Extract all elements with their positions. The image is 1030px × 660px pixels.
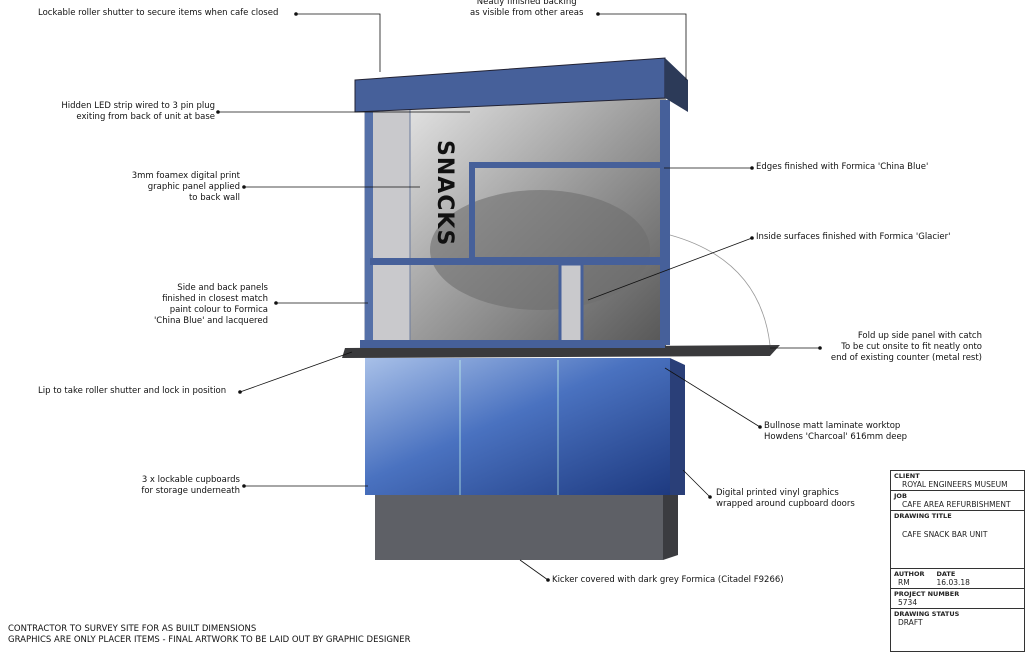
divider (558, 262, 584, 346)
note-kicker: Kicker covered with dark grey Formica (C… (552, 575, 784, 585)
cupboard-side (670, 358, 685, 495)
tb-label: AUTHOR (894, 570, 925, 578)
kicker (375, 495, 663, 560)
tb-label: DRAWING STATUS (894, 610, 960, 618)
note-backing: Neatly finished backing as visible from … (470, 0, 583, 19)
note-line: To be cut onsite to fit neatly onto (841, 342, 982, 352)
kicker-side (663, 495, 678, 560)
general-notes: CONTRACTOR TO SURVEY SITE FOR AS BUILT D… (8, 624, 411, 646)
tb-value: RM (898, 578, 910, 587)
note-line: for storage underneath (141, 486, 240, 496)
note-line: 3mm foamex digital print (131, 171, 240, 181)
tb-label: JOB (894, 492, 907, 500)
tb-project: PROJECT NUMBER 5734 (891, 589, 1024, 609)
fold-panel-arc (669, 234, 771, 346)
tb-value: CAFE AREA REFURBISHMENT (902, 500, 1011, 509)
note-line: wrapped around cupboard doors (716, 499, 855, 509)
worktop (342, 345, 780, 358)
tb-client: CLIENT ROYAL ENGINEERS MUSEUM (891, 471, 1024, 491)
note-cupboards: 3 x lockable cupboards for storage under… (141, 475, 240, 497)
note-fold-panel: Fold up side panel with catch To be cut … (831, 331, 982, 364)
note-line: to back wall (188, 193, 240, 203)
leader-dots (216, 12, 822, 582)
worktop-lip (360, 340, 665, 348)
note-vinyl: Digital printed vinyl graphics wrapped a… (716, 488, 855, 510)
note-worktop: Bullnose matt laminate worktop Howdens '… (764, 421, 907, 443)
note-line: as visible from other areas (470, 8, 584, 18)
note-line: 'China Blue' and lacquered (153, 316, 268, 326)
note-line: finished in closest match (162, 294, 268, 304)
note-line: graphic panel applied (147, 182, 240, 192)
note-line: Bullnose matt laminate worktop (764, 421, 901, 431)
note-roller-shutter: Lockable roller shutter to secure items … (38, 8, 279, 18)
tb-author: AUTHOR RM (894, 570, 925, 587)
note-edges: Edges finished with Formica 'China Blue' (756, 162, 929, 172)
footer-line: CONTRACTOR TO SURVEY SITE FOR AS BUILT D… (8, 624, 257, 634)
note-line: end of existing counter (metal rest) (830, 353, 982, 363)
title-block: CLIENT ROYAL ENGINEERS MUSEUM JOB CAFE A… (890, 470, 1025, 652)
tb-job: JOB CAFE AREA REFURBISHMENT (891, 491, 1024, 511)
tb-value: DRAFT (898, 618, 923, 627)
tb-label: PROJECT NUMBER (894, 590, 960, 598)
snacks-graphic-text: SNACKS (432, 140, 457, 247)
right-edge (660, 100, 670, 345)
note-line: 3 x lockable cupboards (141, 475, 240, 485)
leader-lines (218, 13, 820, 581)
tb-author-date: AUTHOR RM DATE 16.03.18 (891, 569, 1024, 589)
tb-status: DRAWING STATUS DRAFT (891, 609, 1024, 628)
tb-label: CLIENT (894, 472, 920, 480)
canopy-side (665, 58, 688, 112)
tb-label: DATE (936, 570, 956, 578)
note-side-panels: Side and back panels finished in closest… (154, 283, 268, 327)
left-blue-edge (365, 112, 373, 347)
note-led: Hidden LED strip wired to 3 pin plug exi… (61, 101, 215, 123)
note-line: exiting from back of unit at base (76, 112, 215, 122)
note-line: paint colour to Formica (169, 305, 268, 315)
tb-title: DRAWING TITLE CAFE SNACK BAR UNIT (891, 511, 1024, 569)
tb-label: DRAWING TITLE (894, 512, 952, 520)
note-line: Hidden LED strip wired to 3 pin plug (61, 101, 215, 111)
cupboard-graphics (365, 358, 670, 495)
note-line: Digital printed vinyl graphics (716, 488, 839, 498)
vehicle-graphic (430, 190, 650, 310)
note-line: Side and back panels (177, 283, 268, 293)
tb-date: DATE 16.03.18 (937, 570, 970, 587)
footer-line: GRAPHICS ARE ONLY PLACER ITEMS - FINAL A… (8, 635, 411, 645)
note-lip: Lip to take roller shutter and lock in p… (38, 386, 227, 396)
note-line: Howdens 'Charcoal' 616mm deep (764, 432, 908, 442)
note-inside: Inside surfaces finished with Formica 'G… (756, 232, 951, 242)
tb-value: 16.03.18 (936, 578, 970, 587)
middle-shelf (370, 258, 666, 265)
tb-value: 5734 (898, 598, 918, 607)
tb-value: ROYAL ENGINEERS MUSEUM (902, 480, 1008, 489)
note-line: Fold up side panel with catch (857, 331, 982, 341)
tb-value: CAFE SNACK BAR UNIT (902, 530, 988, 539)
note-line: Neatly finished backing (476, 0, 577, 7)
note-foamex: 3mm foamex digital print graphic panel a… (132, 171, 240, 204)
